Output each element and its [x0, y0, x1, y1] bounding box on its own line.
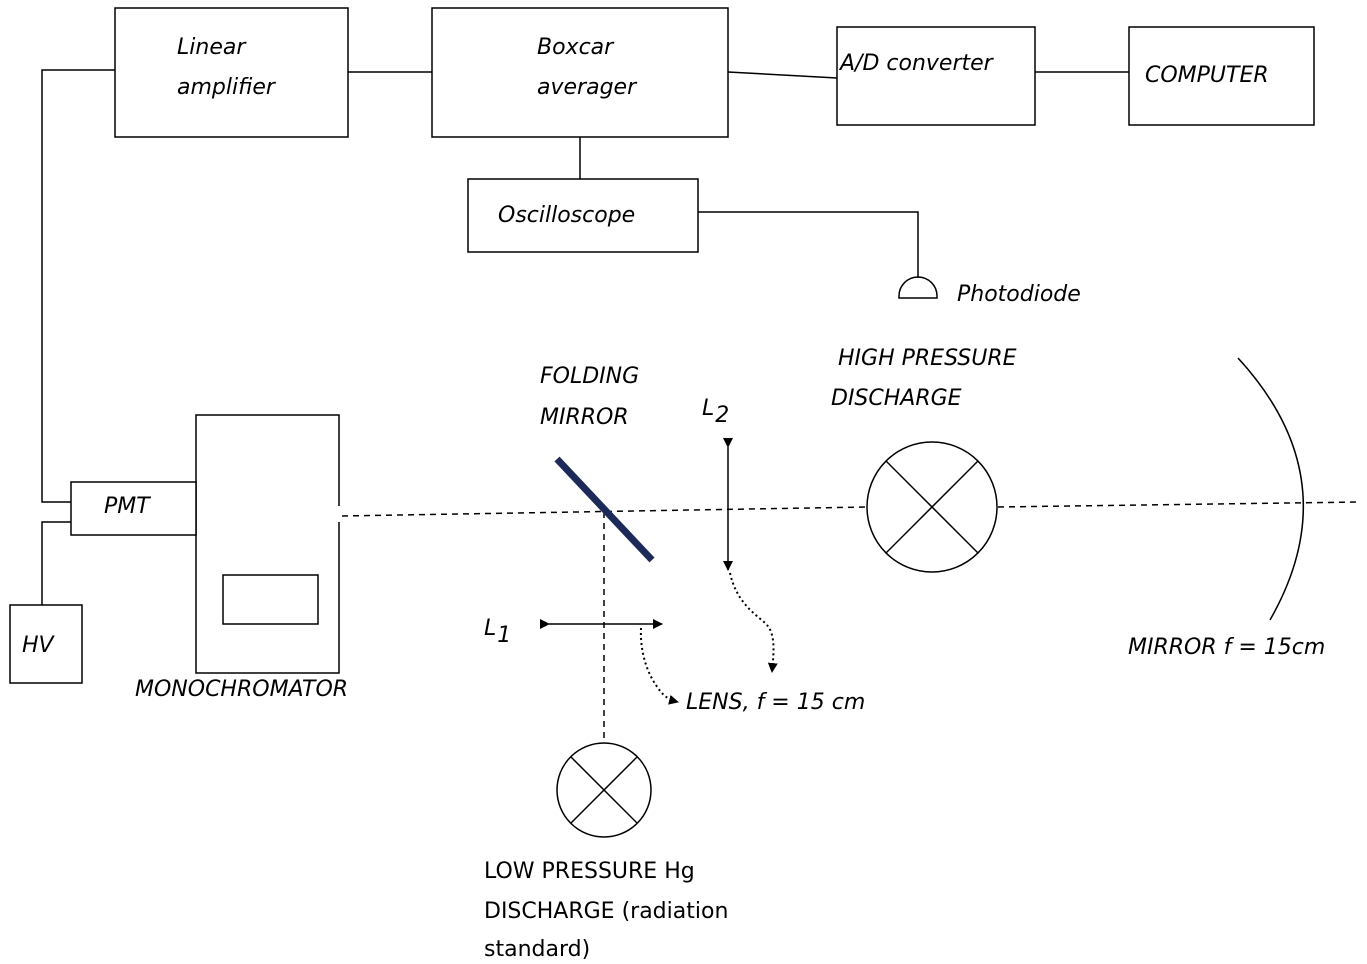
boxcar-averager-label-line1: Boxcar — [537, 35, 615, 60]
linear-amplifier-box — [114, 7, 349, 138]
boxcar-to-adc-wire — [727, 71, 838, 79]
optical-axis-right — [997, 501, 1361, 508]
folding-mirror-label-line2: MIRROR — [540, 405, 629, 430]
concave-mirror-element — [1237, 357, 1304, 621]
oscilloscope-to-photodiode-wire — [698, 211, 919, 278]
lens-l2-label: L2 — [702, 396, 729, 428]
low-pressure-discharge-label-line2: DISCHARGE (radiation — [484, 899, 728, 924]
linear-amplifier-label-line1: Linear — [177, 35, 247, 60]
pmt-box — [70, 481, 197, 536]
lens-label: LENS, f = 15 cm — [686, 690, 865, 715]
monochromator-box — [195, 414, 340, 674]
high-pressure-discharge-label-line2: DISCHARGE — [831, 386, 962, 411]
monochromator-label: MONOCHROMATOR — [135, 677, 348, 702]
hv-to-pmt-wire — [41, 521, 71, 605]
photodiode-label: Photodiode — [957, 282, 1081, 307]
lens-pointer-l2 — [729, 572, 778, 673]
low-pressure-discharge-label-line1: LOW PRESSURE Hg — [484, 859, 695, 884]
hv-box — [9, 604, 83, 684]
folding-mirror-element — [554, 456, 655, 563]
hv-label: HV — [22, 633, 56, 658]
photodiode-icon — [898, 276, 938, 299]
high-pressure-discharge-label-line1: HIGH PRESSURE — [838, 346, 1017, 371]
lens-pointer-l1 — [639, 627, 679, 705]
amplifier-to-pmt-wire — [41, 69, 115, 503]
monochromator-slit-window — [222, 574, 319, 625]
computer-label: COMPUTER — [1145, 63, 1269, 88]
ad-converter-label: A/D converter — [838, 51, 995, 76]
computer-box — [1128, 26, 1315, 126]
pmt-label: PMT — [104, 494, 151, 519]
boxcar-averager-label-line2: averager — [537, 75, 638, 100]
low-pressure-discharge-label-line3: standard) — [484, 937, 590, 962]
oscilloscope-label: Oscilloscope — [498, 203, 635, 228]
linear-amplifier-label-line2: amplifier — [177, 75, 277, 100]
oscilloscope-box — [467, 178, 699, 253]
high-pressure-lamp-cross-2 — [885, 460, 979, 554]
lens-l1-label: L1 — [484, 616, 511, 648]
low-pressure-lamp-cross-2 — [570, 756, 638, 824]
boxcar-averager-box — [431, 7, 729, 138]
folding-mirror-label-line1: FOLDING — [540, 364, 639, 389]
monochromator-entrance-slit — [296, 506, 342, 522]
concave-mirror-label: MIRROR f = 15cm — [1128, 635, 1325, 660]
ad-converter-box — [836, 26, 1036, 126]
